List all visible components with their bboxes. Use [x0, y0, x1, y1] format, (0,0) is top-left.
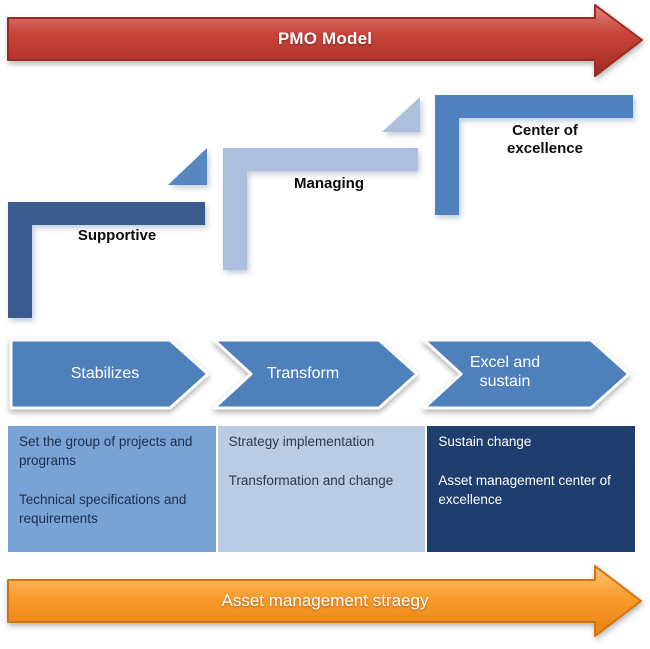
- step-supportive-shape: [8, 202, 205, 318]
- chevron-stabilizes-label: Stabilizes: [70, 365, 140, 382]
- asset-management-strategy-title: Asset management straegy: [221, 591, 429, 610]
- step-managing-label: Managing: [294, 175, 364, 192]
- chevron-transform-shape: [212, 338, 419, 410]
- step-center-of-excellence-shape: [435, 95, 633, 215]
- pmo-model-arrow-shape: [7, 4, 643, 77]
- chevron-transform-label: Transform: [266, 365, 340, 382]
- staircase-shapes: [8, 95, 633, 318]
- up-step-triangle-2: [382, 97, 420, 132]
- box-text-line: Transformation and change: [228, 472, 394, 488]
- up-step-triangle-1: [168, 148, 207, 185]
- box-transform: Strategy implementation Transformation a…: [217, 426, 426, 552]
- pmo-model-arrow-body: [7, 4, 643, 77]
- box-text-line: Set the group of projects and programs: [19, 434, 193, 468]
- chevron-excel-and-sustain-shape: [422, 338, 631, 410]
- box-text-line: Sustain change: [438, 434, 532, 449]
- step-center-of-excellence-label: Center of excellence: [507, 122, 583, 157]
- asset-management-arrow-body: [7, 565, 642, 637]
- chevron-row-shapes: [9, 338, 631, 410]
- box-excel-and-sustain: Sustain change Asset management center o…: [427, 426, 636, 552]
- box-text-line: Strategy implementation: [228, 434, 375, 449]
- box-text-line: Technical specifications and requirement…: [19, 491, 187, 526]
- description-boxes-row: Set the group of projects and programs T…: [8, 426, 636, 552]
- step-supportive-label: Supportive: [77, 227, 157, 244]
- chevron-excel-and-sustain-label: Excel and sustain: [469, 354, 541, 391]
- box-text-line: Asset management center of excellence: [438, 472, 611, 507]
- pmo-model-title: PMO Model: [277, 29, 373, 48]
- chevron-stabilizes-shape: [9, 338, 210, 410]
- box-stabilizes: Set the group of projects and programs T…: [8, 426, 216, 552]
- step-managing-shape: [223, 148, 418, 270]
- asset-management-arrow-shape: [7, 565, 642, 637]
